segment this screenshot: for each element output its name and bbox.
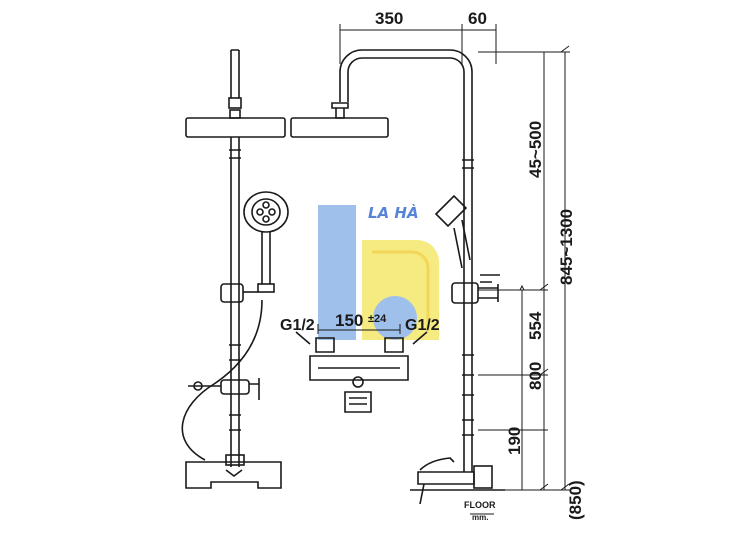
front-holder-bracket <box>451 282 479 304</box>
front-elevation <box>339 49 500 505</box>
front-bottom-mixer <box>417 457 493 505</box>
dim-850: (850) <box>566 480 585 520</box>
side-rod-connector <box>228 97 242 109</box>
label-right-inlet: G1/2 <box>405 317 440 334</box>
dimension-lines <box>317 24 570 515</box>
inlet-left <box>295 331 335 353</box>
dim-190: 190 <box>505 427 524 455</box>
side-hose <box>181 299 263 461</box>
front-mixer-spout <box>344 391 372 413</box>
floor-label: FLOOR <box>464 500 496 510</box>
unit-label: mm. <box>472 513 488 522</box>
front-mixer-body <box>309 355 409 381</box>
top-dimension-line <box>339 24 497 64</box>
dim-845-1300: 845~1300 <box>557 209 576 285</box>
side-top-rod <box>230 49 240 98</box>
dim-800: 800 <box>526 362 545 390</box>
dim-45-500: 45~500 <box>526 121 545 178</box>
dim-554: 554 <box>526 311 545 340</box>
side-diverter <box>188 378 260 400</box>
dimension-labels: 350 60 45~500 845~1300 554 800 190 (850)… <box>280 9 585 522</box>
watermark-logo: LA HÀ <box>318 203 439 340</box>
dim-350: 350 <box>375 9 403 28</box>
side-shower-head <box>185 117 286 138</box>
side-mixer-body <box>185 461 282 489</box>
dim-tolerance: ±24 <box>368 313 387 325</box>
watermark-text: LA HÀ <box>368 203 419 222</box>
dim-150: 150 <box>335 311 363 330</box>
side-hand-shower <box>243 191 289 293</box>
front-hand-shower <box>434 194 471 269</box>
dim-60: 60 <box>468 9 487 28</box>
watermark-blue-bar <box>318 205 356 340</box>
front-gooseneck-pipe <box>339 49 473 472</box>
side-view <box>181 49 289 489</box>
label-left-inlet: G1/2 <box>280 317 315 334</box>
front-shower-head <box>290 117 389 138</box>
watermark-blue-circle <box>373 296 417 340</box>
inlet-right <box>384 331 428 353</box>
inlet-dimension-line <box>317 324 401 334</box>
right-vertical-dims <box>543 52 566 490</box>
side-holder-clamp <box>220 283 244 303</box>
front-mixer-knob <box>352 376 364 388</box>
mixer-front-view <box>290 102 428 413</box>
